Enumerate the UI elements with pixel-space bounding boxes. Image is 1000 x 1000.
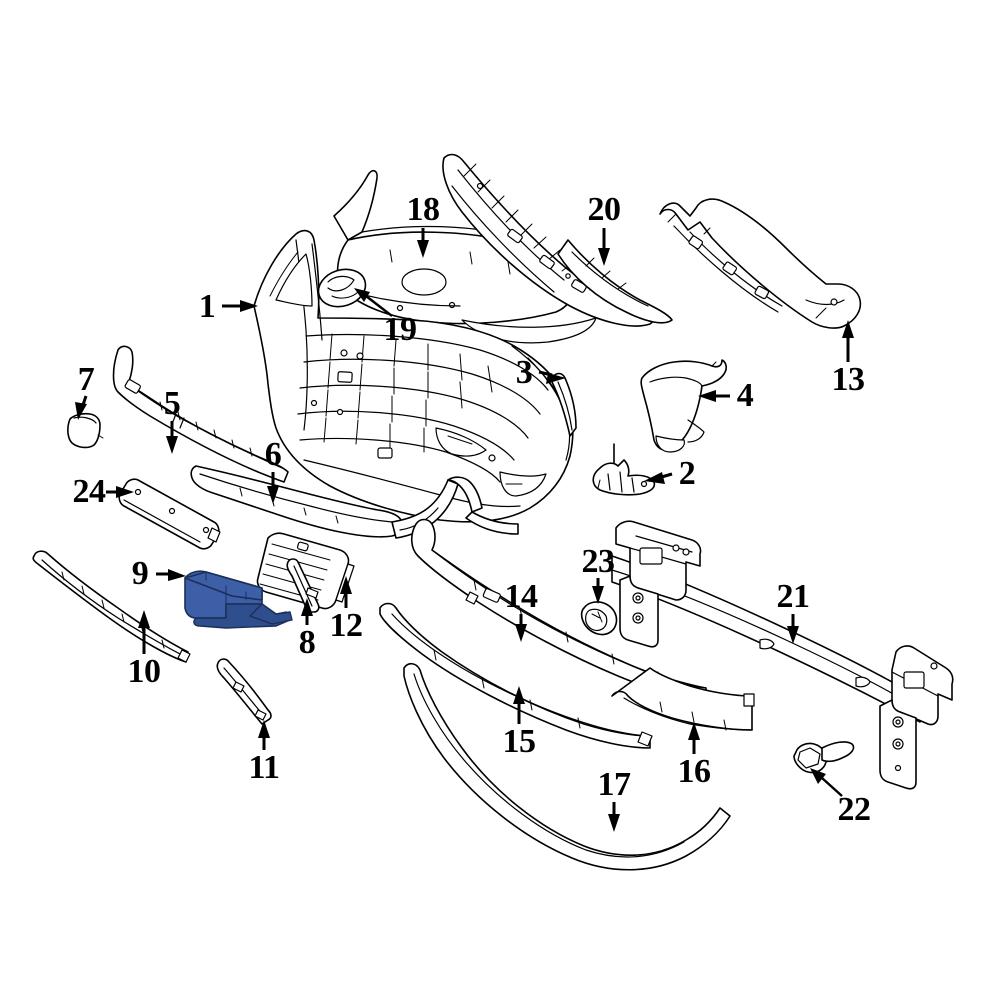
callout-label-13: 13: [831, 361, 866, 398]
callout-label-20: 20: [587, 191, 622, 228]
callout-label-8: 8: [298, 624, 316, 661]
callout-label-21: 21: [776, 578, 811, 615]
callout-label-3: 3: [515, 354, 533, 391]
part-10-lower-moulding-left: [32, 550, 191, 663]
callout-label-9: 9: [131, 555, 149, 592]
part-5-upper-moulding: [112, 345, 289, 483]
part-16-lower-moulding-right: [611, 667, 755, 731]
callout-label-5: 5: [163, 385, 181, 422]
callout-label-19: 19: [383, 311, 418, 348]
part-21-reinforcement-bar: [611, 520, 954, 790]
part-24-license-plate-bracket: [118, 478, 221, 550]
callout-label-15: 15: [502, 723, 537, 760]
part-7-clip: [67, 412, 104, 449]
callout-label-10: 10: [127, 653, 162, 690]
callout-label-4: 4: [736, 377, 754, 414]
part-4-corner-bracket: [640, 359, 727, 453]
part-13-side-rail-bracket: [659, 198, 862, 329]
callout-label-11: 11: [248, 749, 280, 786]
part-9-highlighted-bracket: [184, 570, 293, 629]
part-19-emblem: [317, 268, 367, 308]
callout-label-22: 22: [837, 791, 872, 828]
part-3-side-reinforcement-strip: [551, 372, 577, 437]
callout-label-7: 7: [77, 361, 95, 398]
part-1-front-bumper-cover: [253, 229, 574, 523]
callout-label-18: 18: [406, 191, 441, 228]
part-2-retainer-bracket: [592, 443, 656, 496]
callout-leaders: [75, 228, 854, 832]
part-6-lower-valance: [190, 465, 519, 539]
callout-label-17: 17: [597, 766, 632, 803]
callout-label-12: 12: [329, 607, 364, 644]
callout-label-24: 24: [72, 473, 107, 510]
callout-label-16: 16: [677, 753, 712, 790]
callout-label-6: 6: [264, 436, 282, 473]
part-11-lower-bracket: [216, 658, 272, 725]
callout-label-23: 23: [581, 543, 616, 580]
callout-label-1: 1: [198, 288, 216, 325]
callout-label-14: 14: [504, 578, 539, 615]
part-20-upper-cover: [442, 153, 673, 327]
part-17-lower-spoiler-strip: [403, 662, 731, 871]
part-23-grommet-nut: [580, 601, 618, 636]
callout-label-2: 2: [678, 455, 696, 492]
part-22-bolt: [793, 741, 855, 774]
part-8-thin-bracket: [286, 558, 320, 613]
